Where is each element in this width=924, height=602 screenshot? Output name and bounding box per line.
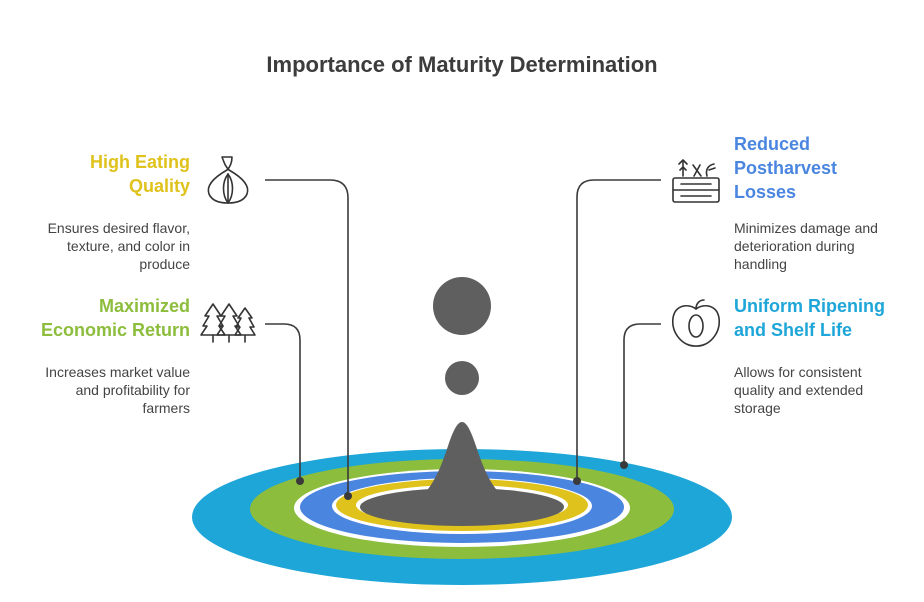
connector-high-eating-quality	[265, 179, 349, 496]
desc-maximized-economic-return: Increases market value and profitability…	[45, 364, 190, 416]
connector-uniform-ripening	[623, 323, 661, 465]
desc-uniform-ripening: Allows for consistent quality and extend…	[734, 364, 864, 416]
desc-high-eating-quality: Ensures desired flavor, texture, and col…	[47, 220, 190, 272]
connector-dot	[296, 477, 304, 485]
heading-maximized-economic-return: Maximized Economic Return	[40, 296, 190, 340]
connector-dot	[573, 477, 581, 485]
page-title: Importance of Maturity Determination	[266, 52, 658, 77]
apple-icon	[672, 299, 720, 347]
heading-uniform-ripening: Uniform Ripening and Shelf Life	[734, 296, 885, 340]
trees-icon	[200, 303, 256, 343]
droplet-small	[445, 361, 479, 395]
heading-high-eating-quality: High Eating Quality	[90, 152, 190, 196]
crate-icon	[672, 159, 720, 203]
connector-dot	[620, 461, 628, 469]
desc-reduced-postharvest-losses: Minimizes damage and deterioration durin…	[734, 220, 878, 272]
splash-peak	[398, 422, 526, 508]
droplet-large	[433, 277, 491, 335]
connector-dot	[344, 492, 352, 500]
connector-maximized-economic-return	[265, 323, 301, 481]
garlic-icon	[207, 156, 249, 204]
heading-reduced-postharvest-losses: Reduced Postharvest Losses	[734, 134, 838, 202]
connector-reduced-postharvest-losses	[576, 179, 661, 481]
